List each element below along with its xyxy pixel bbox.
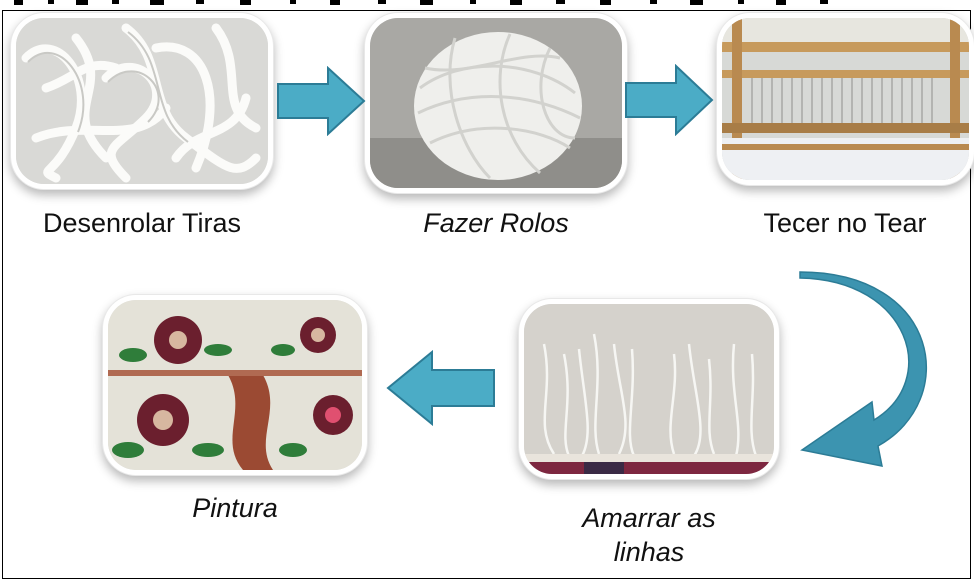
cropped-title-strip	[0, 0, 974, 12]
step-label-desenrolar: Desenrolar Tiras	[42, 208, 242, 238]
step-label-pintura: Pintura	[192, 493, 278, 523]
step-label-amarrar-line2: linhas	[613, 537, 685, 567]
photo-tied-threads	[524, 304, 774, 474]
right-arrow-icon	[625, 64, 714, 136]
left-arrow-icon	[386, 350, 495, 426]
step-label-fazer-rolos: Fazer Rolos	[423, 208, 569, 238]
photo-loom	[722, 18, 969, 180]
photo-strips	[16, 18, 268, 184]
photo-painting	[108, 300, 362, 470]
right-arrow-icon	[277, 66, 366, 136]
step-label-amarrar-line1: Amarrar as	[582, 503, 716, 533]
curved-arrow-icon	[799, 271, 928, 467]
photo-yarn-ball	[370, 18, 622, 188]
step-label-tecer: Tecer no Tear	[763, 208, 927, 238]
